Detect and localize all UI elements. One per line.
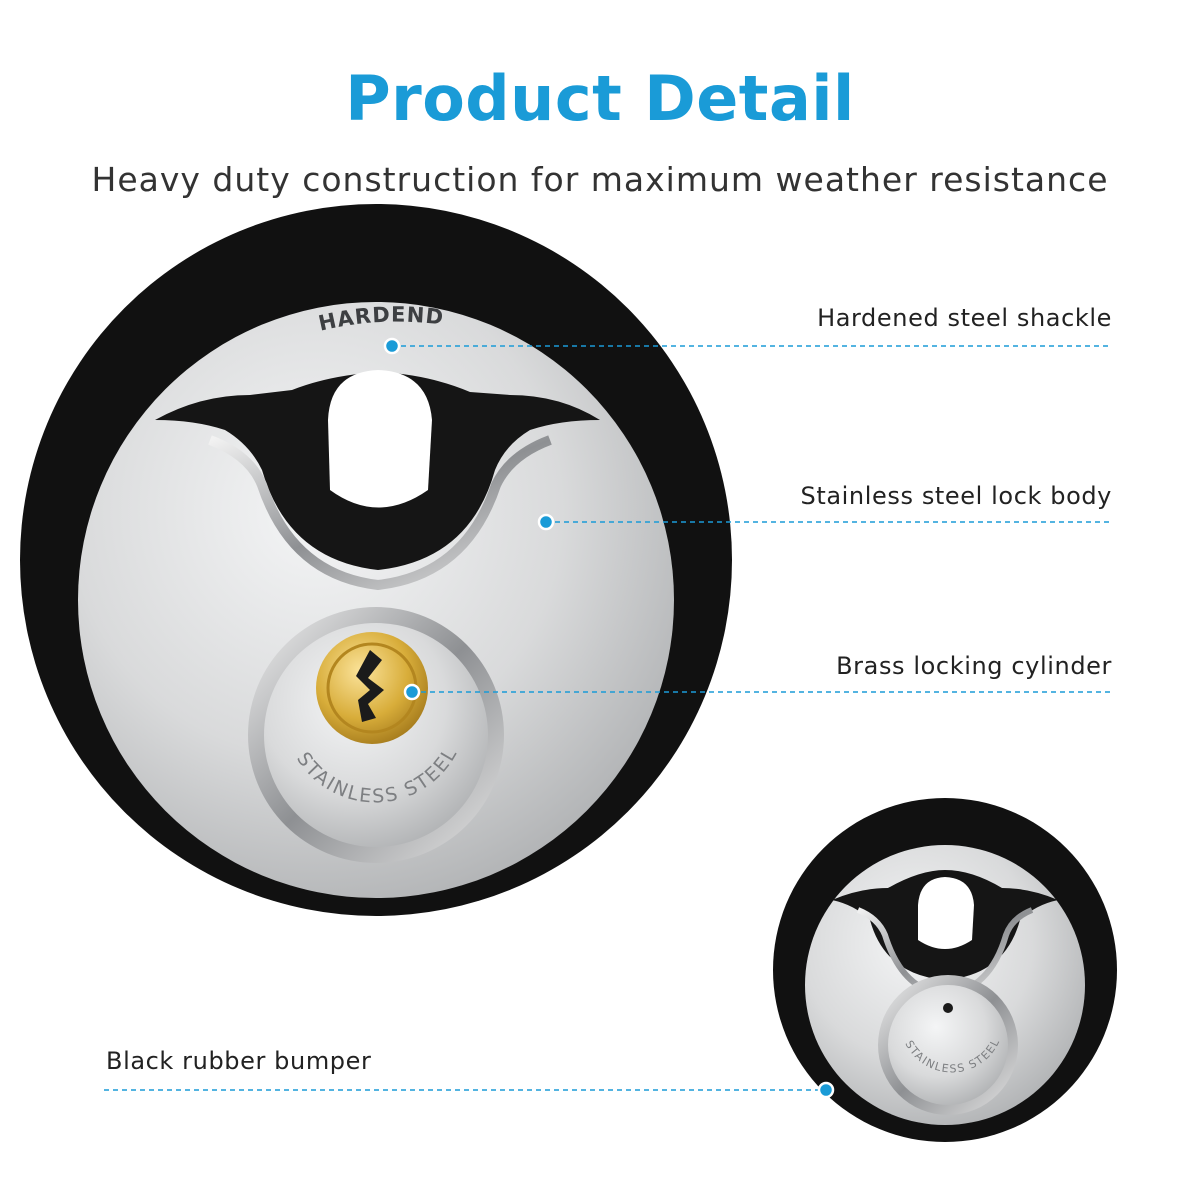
callout-dot-bumper	[817, 1081, 835, 1099]
keyway-icon	[356, 650, 384, 722]
callout-label-cylinder: Brass locking cylinder	[836, 652, 1112, 680]
callout-dots	[383, 337, 835, 1099]
callout-dot-cylinder	[403, 683, 421, 701]
page-title: Product Detail	[345, 62, 855, 135]
callout-dot-body	[537, 513, 555, 531]
small-padlock: STAINLESS STEEL	[773, 798, 1117, 1142]
callout-lines	[104, 345, 1112, 1091]
callout-label-bumper: Black rubber bumper	[106, 1047, 372, 1075]
callout-dot-shackle	[383, 337, 401, 355]
page-subtitle: Heavy duty construction for maximum weat…	[91, 160, 1109, 199]
callout-label-shackle: Hardened steel shackle	[817, 304, 1112, 332]
callout-label-body: Stainless steel lock body	[800, 482, 1112, 510]
keyhole-small-icon	[943, 1003, 953, 1013]
large-padlock: STAINLESS STEEL HARDEND	[20, 204, 732, 916]
